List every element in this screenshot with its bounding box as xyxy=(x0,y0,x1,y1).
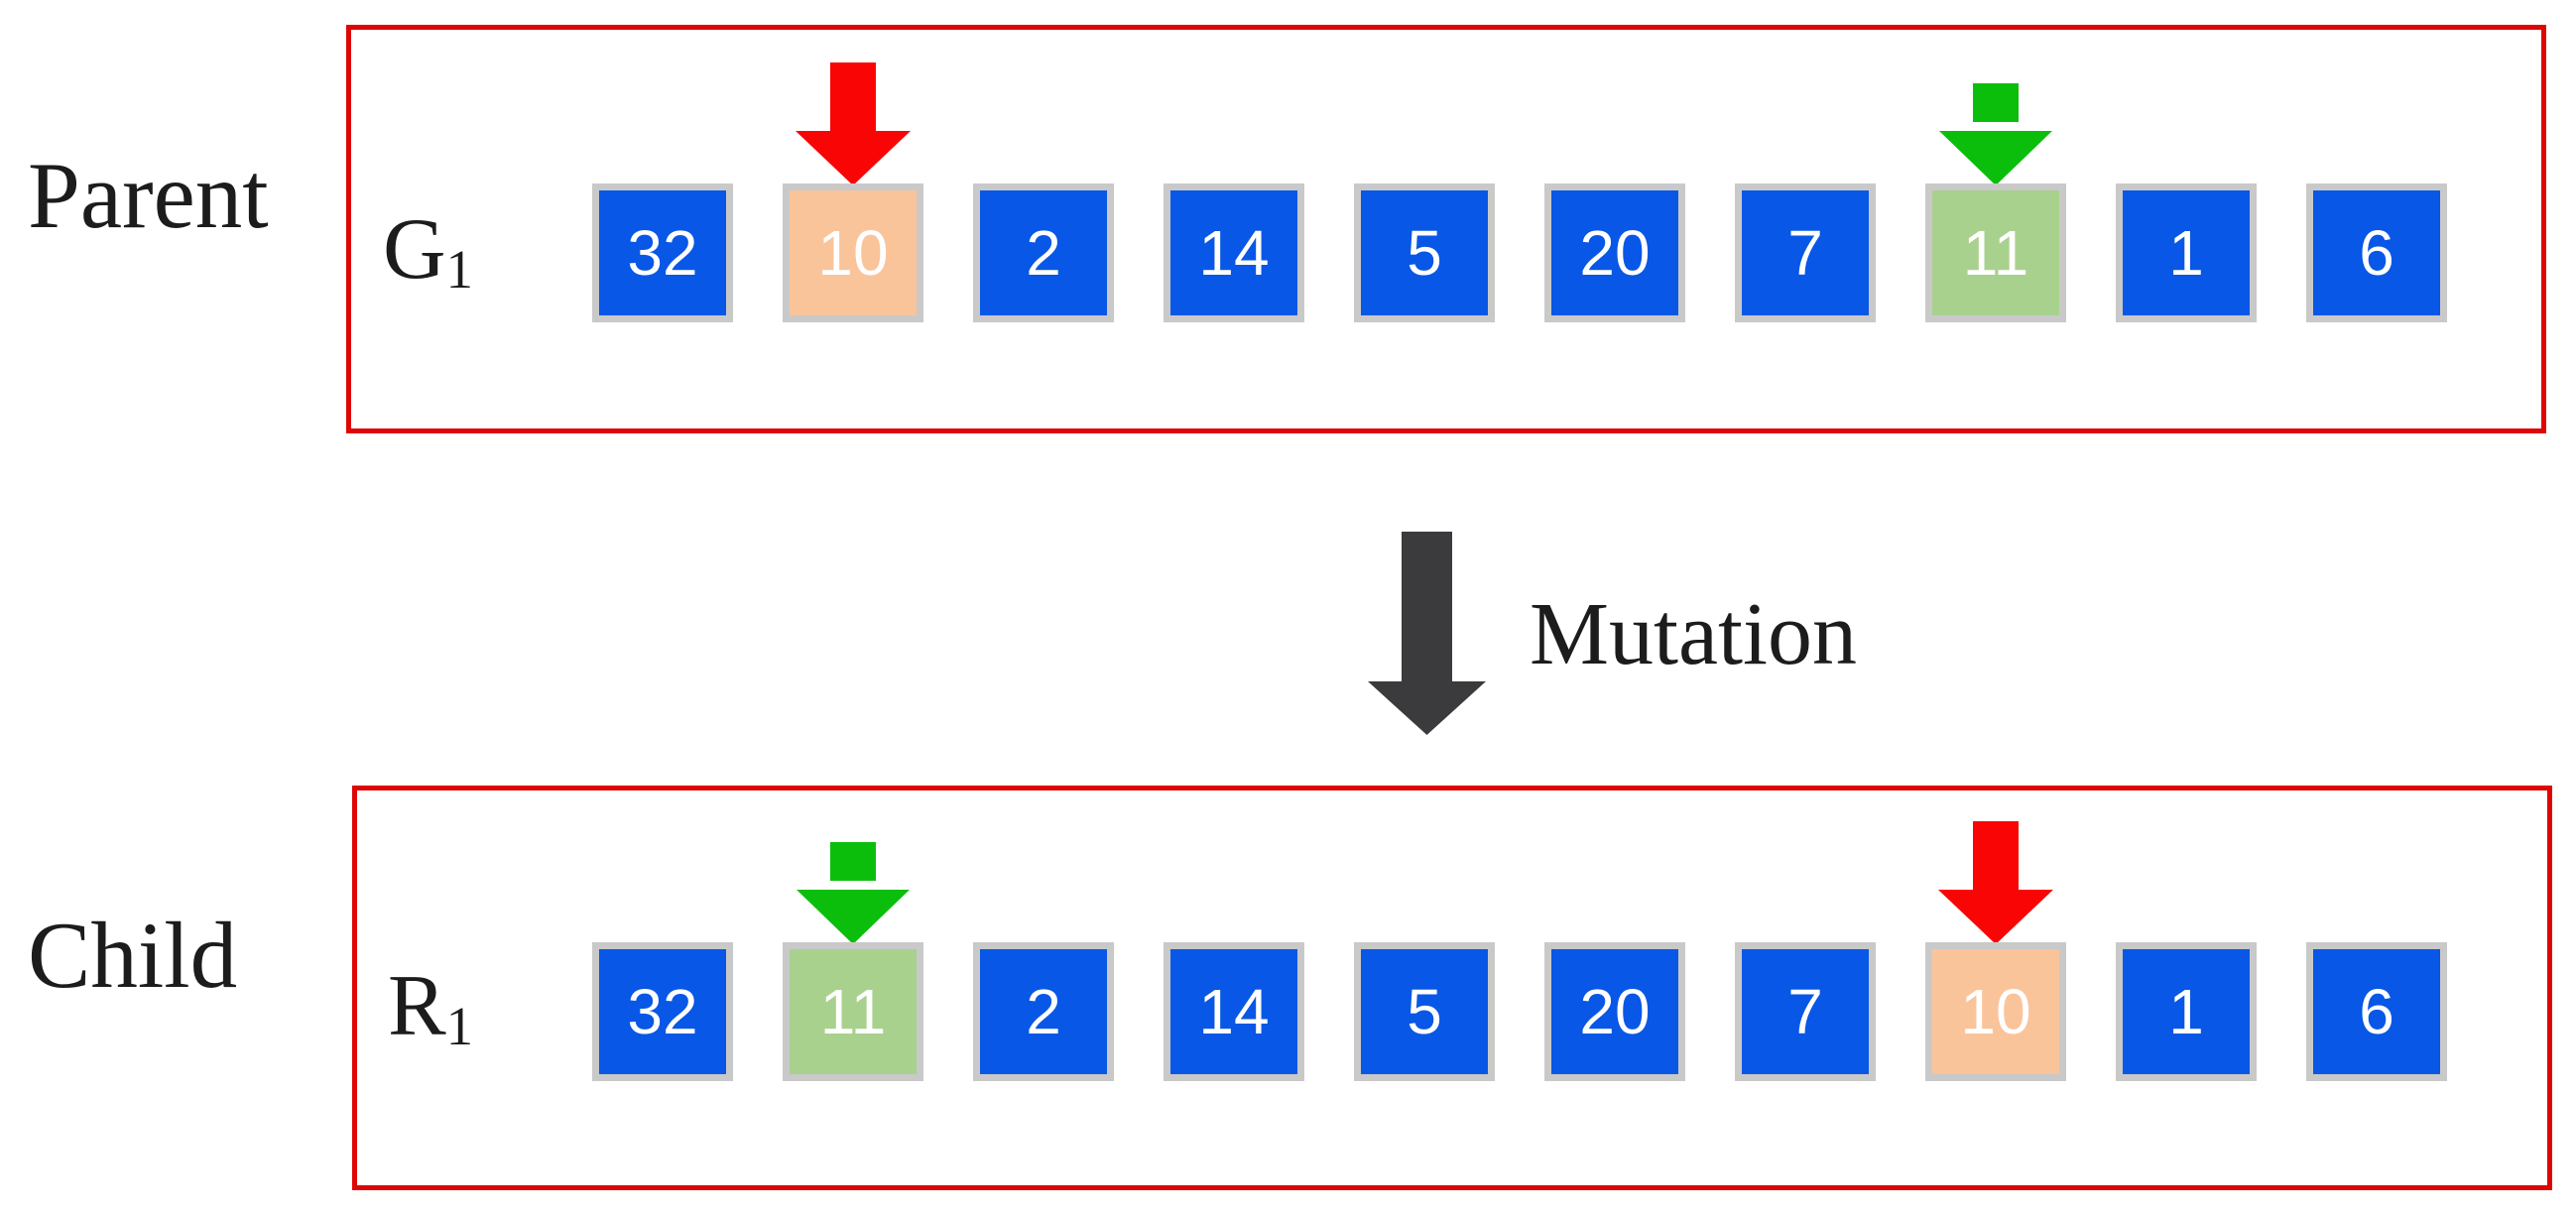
gene-cell: 20 xyxy=(1544,942,1685,1081)
gene-cell: 10 xyxy=(1925,942,2066,1081)
gene-cell: 7 xyxy=(1735,183,1876,322)
gene-cell: 1 xyxy=(2116,942,2257,1081)
parent-sequence-id: G xyxy=(383,201,446,298)
gene-cell: 11 xyxy=(783,942,923,1081)
red-arrow-icon xyxy=(1938,821,2053,944)
gene-cell: 6 xyxy=(2306,183,2447,322)
gene-cell: 32 xyxy=(592,942,733,1081)
child-label: Child xyxy=(28,903,238,1008)
gene-cell: 5 xyxy=(1354,942,1495,1081)
gene-cell: 14 xyxy=(1164,942,1304,1081)
gene-cell: 7 xyxy=(1735,942,1876,1081)
green-arrow-icon xyxy=(797,842,910,944)
parent-sequence-label: G1 xyxy=(383,206,473,297)
gene-cell: 20 xyxy=(1544,183,1685,322)
child-sequence-id: R xyxy=(388,958,446,1054)
child-sequence-label: R1 xyxy=(388,963,473,1053)
gene-cell: 2 xyxy=(973,183,1114,322)
gene-cell: 14 xyxy=(1164,183,1304,322)
gene-cell: 11 xyxy=(1925,183,2066,322)
gene-cell: 2 xyxy=(973,942,1114,1081)
green-arrow-icon xyxy=(1939,83,2052,185)
parent-chromosome-box xyxy=(346,25,2546,433)
mutation-arrow-icon xyxy=(1368,532,1486,735)
child-chromosome-box xyxy=(352,786,2552,1190)
parent-label: Parent xyxy=(28,143,269,248)
gene-cell: 6 xyxy=(2306,942,2447,1081)
red-arrow-icon xyxy=(796,62,911,185)
mutation-label: Mutation xyxy=(1530,585,1857,683)
gene-cell: 32 xyxy=(592,183,733,322)
gene-cell: 5 xyxy=(1354,183,1495,322)
child-sequence-subscript: 1 xyxy=(445,995,473,1056)
gene-cell: 1 xyxy=(2116,183,2257,322)
parent-sequence-subscript: 1 xyxy=(445,238,473,300)
gene-cell: 10 xyxy=(783,183,923,322)
